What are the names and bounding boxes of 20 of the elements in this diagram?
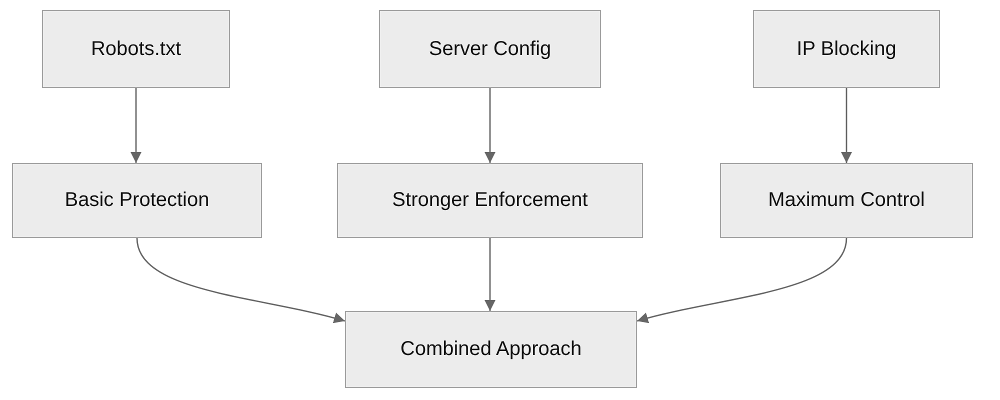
process-box bbox=[379, 10, 601, 88]
node-label: IP Blocking bbox=[796, 38, 896, 60]
process-box bbox=[720, 163, 973, 238]
arrow bbox=[484, 238, 496, 311]
process-box bbox=[753, 10, 940, 88]
arrow bbox=[484, 88, 496, 163]
process-box bbox=[12, 163, 262, 238]
node-label: Robots.txt bbox=[90, 38, 182, 60]
arrow bbox=[636, 238, 848, 324]
arrow bbox=[841, 88, 852, 163]
process-box bbox=[345, 311, 637, 388]
process-box bbox=[42, 10, 230, 88]
node-label: Combined Approach bbox=[400, 338, 582, 361]
node-label: Stronger Enforcement bbox=[392, 189, 588, 212]
process-box bbox=[337, 163, 643, 238]
node-label: Server Config bbox=[428, 38, 552, 60]
arrow bbox=[136, 238, 346, 324]
node-label: Basic Protection bbox=[64, 189, 210, 212]
arrow bbox=[130, 88, 142, 163]
node-label: Maximum Control bbox=[768, 189, 925, 212]
